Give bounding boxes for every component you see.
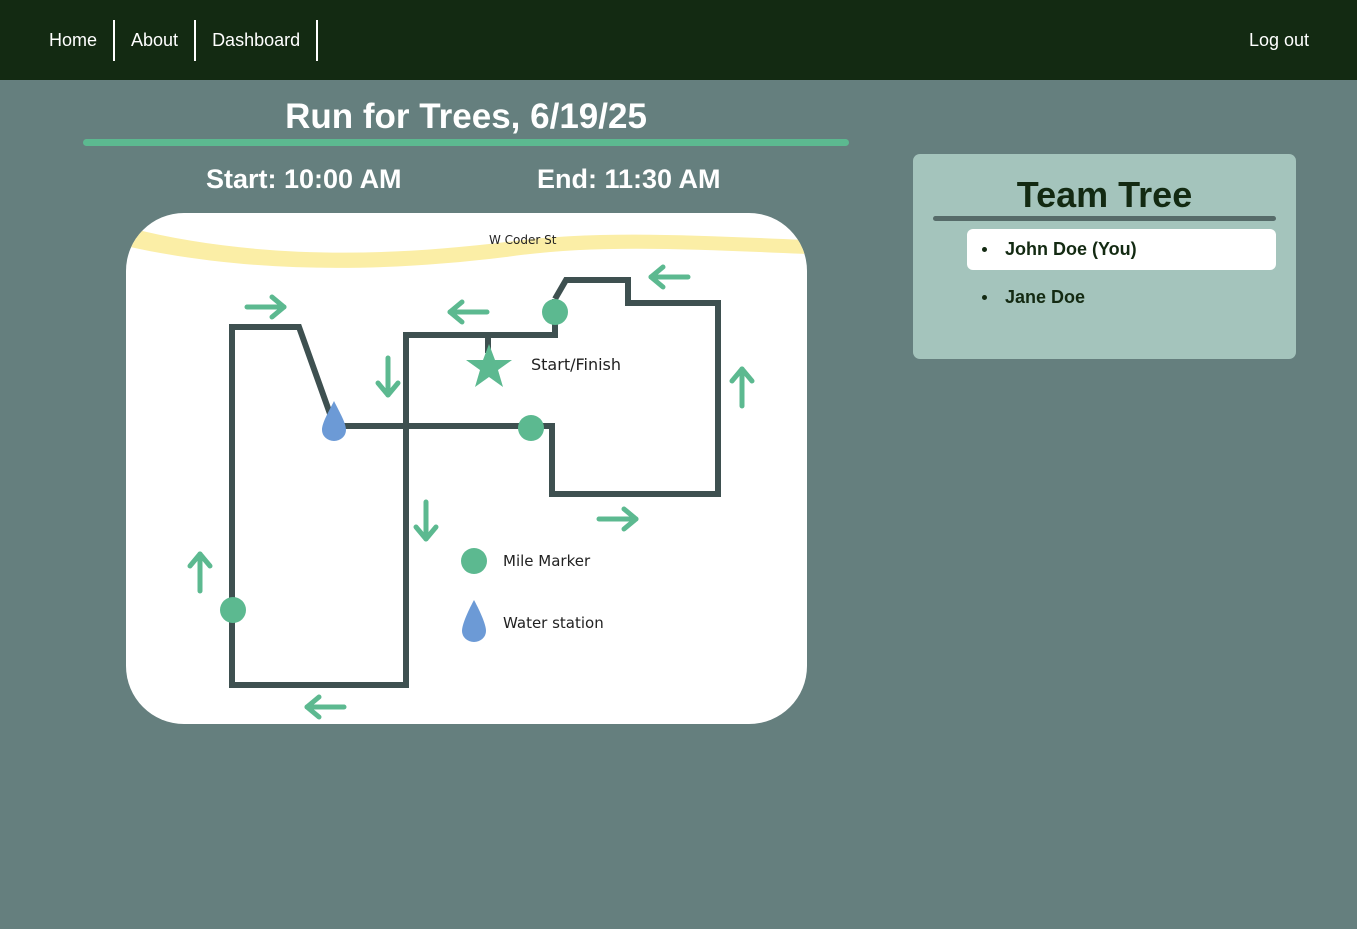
logout-link[interactable]: Log out	[1248, 30, 1309, 50]
arrow-down-icon	[413, 499, 439, 542]
street-band	[126, 227, 807, 268]
nav-about-link[interactable]: About	[115, 20, 197, 61]
arrow-right-icon	[596, 506, 639, 532]
arrow-up-icon	[187, 551, 213, 594]
arrow-right-icon	[244, 294, 287, 320]
arrow-up-icon	[729, 366, 755, 409]
street-label: W Coder St	[489, 233, 557, 247]
legend-water-station-label: Water station	[503, 614, 604, 632]
route-map: W Coder St	[126, 213, 807, 724]
arrow-down-icon	[375, 355, 401, 398]
nav-dashboard-link[interactable]: Dashboard	[196, 20, 319, 61]
start-finish-label: Start/Finish	[531, 355, 621, 374]
title-underline	[83, 139, 849, 146]
nav-links: Home About Dashboard	[33, 20, 319, 61]
team-member-item[interactable]: John Doe (You)	[967, 229, 1276, 270]
mile-marker-icon	[542, 299, 568, 325]
event-title: Run for Trees, 6/19/25	[285, 97, 647, 136]
legend-mile-marker-icon	[461, 548, 487, 574]
team-title-underline	[933, 216, 1276, 221]
team-panel: Team Tree John Doe (You) Jane Doe	[913, 154, 1296, 359]
water-drop-icon	[322, 401, 346, 441]
legend-water-drop-icon	[462, 600, 486, 642]
navbar: Home About Dashboard Log out	[0, 0, 1357, 80]
team-member-item[interactable]: Jane Doe	[967, 277, 1276, 318]
route-east-loop	[334, 277, 721, 497]
team-member-name: John Doe (You)	[1005, 239, 1137, 259]
end-time: End: 11:30 AM	[537, 164, 721, 194]
arrow-left-icon	[304, 694, 347, 720]
start-finish-star-icon	[466, 344, 512, 387]
mile-marker-icon	[518, 415, 544, 441]
arrow-left-icon	[648, 264, 691, 290]
start-time: Start: 10:00 AM	[206, 164, 402, 194]
nav-home-link[interactable]: Home	[33, 20, 116, 61]
mile-marker-icon	[220, 597, 246, 623]
arrow-left-icon	[447, 299, 490, 325]
team-member-name: Jane Doe	[1005, 287, 1086, 307]
team-title: Team Tree	[1016, 174, 1193, 215]
route-map-image: W Coder St	[126, 227, 807, 720]
bullet-icon	[982, 247, 987, 252]
bullet-icon	[982, 295, 987, 300]
route-west-loop	[229, 299, 558, 688]
legend-mile-marker-label: Mile Marker	[503, 552, 591, 570]
